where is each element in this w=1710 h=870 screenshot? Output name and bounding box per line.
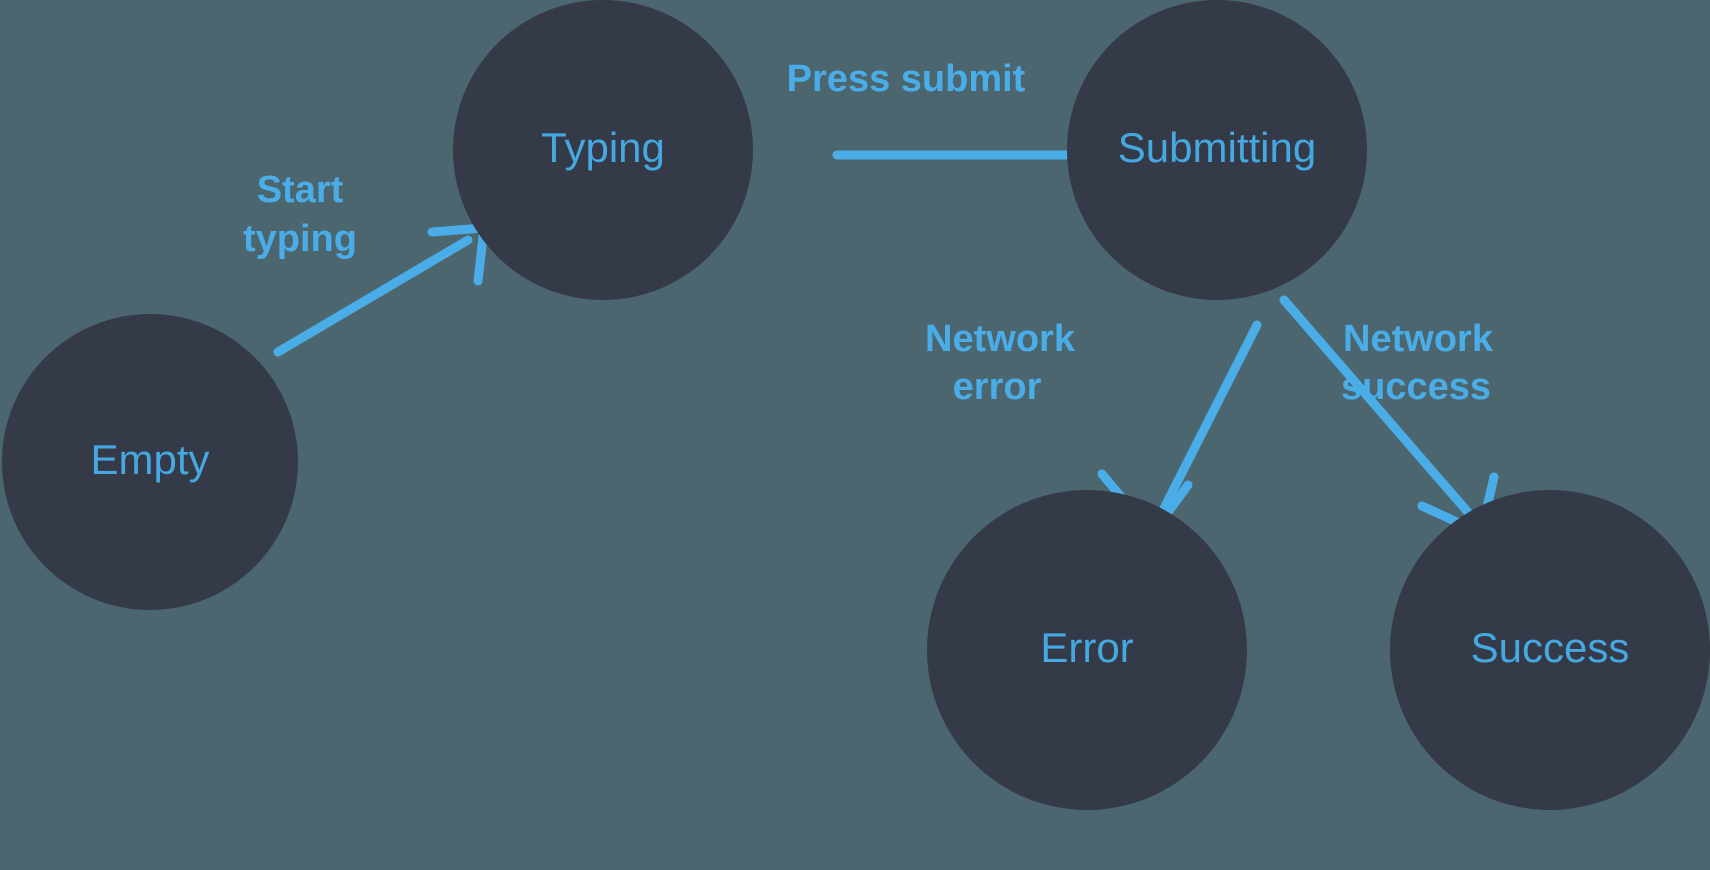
state-label-error: Error — [1040, 624, 1133, 671]
state-label-submitting: Submitting — [1118, 124, 1316, 171]
state-circle-typing[interactable] — [453, 0, 753, 300]
edge-label-network-success: Network success — [1341, 318, 1494, 408]
network-error-arrow-line — [1150, 320, 1262, 531]
edge-label-press-submit: Press submit — [787, 58, 1026, 100]
edge-label-network-error-line2: error — [953, 366, 1042, 408]
state-circle-submitting[interactable] — [1067, 0, 1367, 300]
state-node-empty[interactable]: Empty — [2, 314, 298, 610]
state-label-empty: Empty — [90, 436, 209, 483]
edge-label-press-submit-line1: Press submit — [787, 58, 1026, 100]
edge-label-network-success-line2: success — [1341, 366, 1491, 408]
edge-label-network-error: Network error — [925, 318, 1076, 408]
state-circle-success[interactable] — [1390, 490, 1710, 810]
state-node-submitting[interactable]: Submitting — [1067, 0, 1367, 300]
state-node-typing[interactable]: Typing — [453, 0, 753, 300]
state-label-typing: Typing — [541, 124, 665, 171]
network-success-arrow-line — [1279, 295, 1484, 530]
edge-label-network-error-line1: Network — [925, 318, 1076, 360]
state-circle-error[interactable] — [927, 490, 1247, 810]
state-label-success: Success — [1471, 624, 1630, 671]
edge-label-start-typing: Start typing — [243, 169, 357, 260]
state-node-error[interactable]: Error — [927, 490, 1247, 810]
state-circle-empty[interactable] — [2, 314, 298, 610]
state-node-success[interactable]: Success — [1390, 490, 1710, 810]
edge-label-network-success-line1: Network — [1343, 318, 1494, 360]
edge-label-start-typing-line2: typing — [243, 218, 357, 260]
edge-label-start-typing-line1: Start — [257, 169, 344, 211]
start-typing-arrow-line — [273, 235, 473, 357]
